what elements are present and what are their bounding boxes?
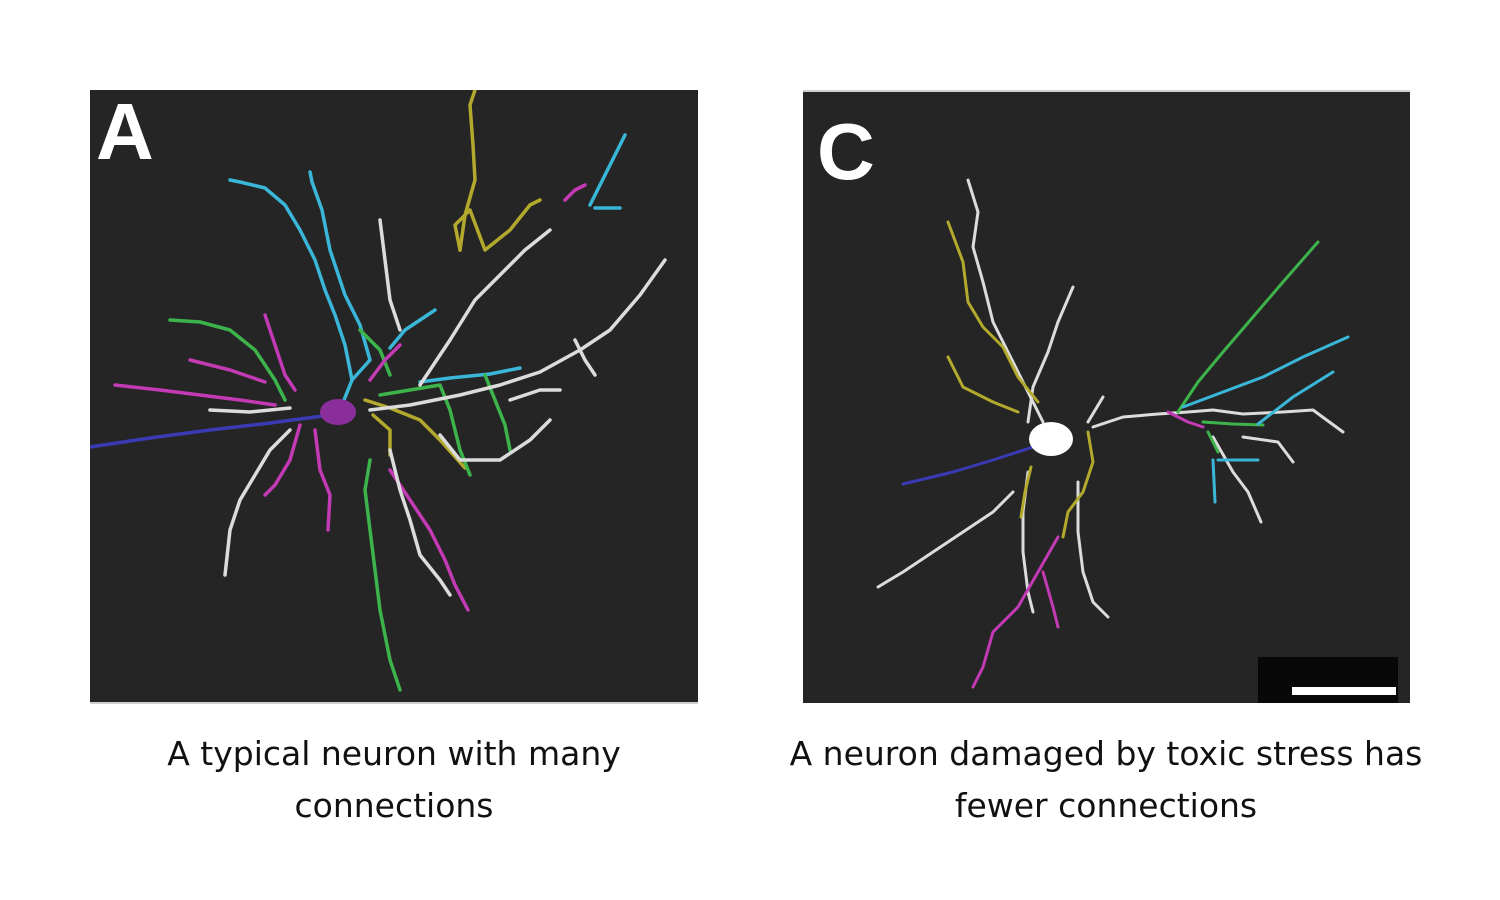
dendrite-a-magenta-3 — [313, 428, 332, 532]
cell-body-a — [320, 399, 356, 425]
dendrite-a-white-9 — [573, 338, 597, 377]
dendrite-a-cyan-4 — [418, 366, 522, 384]
scale-bar — [1292, 687, 1396, 695]
dendrite-a-green-1 — [168, 318, 287, 402]
dendrite-c-white-6 — [1076, 480, 1110, 619]
dendrite-a-magenta-4 — [388, 468, 470, 612]
dendrite-a-cyan-1 — [228, 178, 354, 412]
dendrite-a-white-1 — [368, 258, 667, 412]
axon-a — [90, 413, 332, 449]
dendrite-a-green-2 — [363, 458, 402, 692]
dendrite-c-magenta-1 — [971, 535, 1060, 689]
cell-body-c — [1029, 422, 1073, 456]
scale-bar-background — [1258, 657, 1398, 703]
dendrite-c-olive-4 — [1019, 465, 1033, 519]
dendrite-a-olive-1 — [363, 398, 467, 470]
dendrite-c-magenta-3 — [1166, 410, 1205, 429]
dendrite-c-olive-3 — [1061, 430, 1095, 539]
caption-c: A neuron damaged by toxic stress has few… — [789, 734, 1423, 825]
dendrite-a-white-8 — [508, 388, 562, 402]
dendrite-c-green-2 — [1201, 420, 1265, 427]
dendrite-a-white-5 — [438, 418, 552, 462]
neuron-image-c: C — [803, 90, 1410, 703]
dendrite-c-white-2 — [1026, 285, 1075, 424]
dendrite-a-magenta-7 — [368, 343, 402, 382]
dendrite-a-white-6 — [378, 218, 402, 332]
dendrite-a-white-4 — [418, 228, 552, 387]
neuron-image-a: A — [90, 90, 698, 704]
dendrite-a-white-7 — [208, 406, 292, 414]
panel-letter-c: C — [817, 107, 875, 196]
dendrite-c-white-9 — [1086, 395, 1105, 424]
dendrite-c-olive-2 — [946, 355, 1020, 414]
dendrite-c-green-3 — [1206, 430, 1220, 454]
dendrite-a-cyan-2 — [308, 170, 372, 382]
dendrite-c-cyan-4 — [1211, 458, 1217, 504]
dendrite-a-white-3 — [388, 448, 452, 597]
dendrite-c-white-8 — [1241, 435, 1295, 464]
dendrite-a-cyan-5 — [588, 133, 627, 207]
dendrite-c-magenta-2 — [1041, 570, 1060, 629]
dendrite-a-magenta-1 — [113, 383, 277, 407]
dendrite-c-cyan-2 — [1256, 370, 1335, 426]
neuron-drawing-a — [90, 90, 667, 692]
dendrite-c-green-1 — [1176, 240, 1320, 414]
dendrite-a-magenta-5 — [263, 313, 297, 392]
dendrite-a-green-5 — [358, 328, 392, 377]
panel-letter-a: A — [96, 87, 154, 176]
dendrite-c-white-1 — [966, 178, 1045, 424]
dendrite-a-olive-3 — [453, 198, 542, 252]
dendrite-a-cyan-3 — [388, 308, 437, 350]
neuron-drawing-c — [876, 178, 1350, 689]
dendrite-c-white-4 — [876, 490, 1015, 589]
dendrite-a-magenta-2 — [263, 423, 302, 497]
dendrite-c-white-3 — [1091, 408, 1345, 434]
dendrite-c-cyan-1 — [1181, 335, 1350, 409]
dendrite-c-white-7 — [1211, 435, 1263, 524]
dendrite-c-olive-1 — [946, 220, 1040, 404]
dendrite-a-magenta-6 — [188, 358, 267, 384]
dendrite-a-olive-2 — [458, 90, 477, 252]
dendrite-a-olive-4 — [371, 413, 392, 457]
caption-a: A typical neuron with many connections — [167, 734, 621, 825]
dendrite-a-magenta-8 — [563, 183, 587, 202]
axon-c — [901, 445, 1035, 486]
dendrite-a-white-2 — [223, 428, 292, 577]
